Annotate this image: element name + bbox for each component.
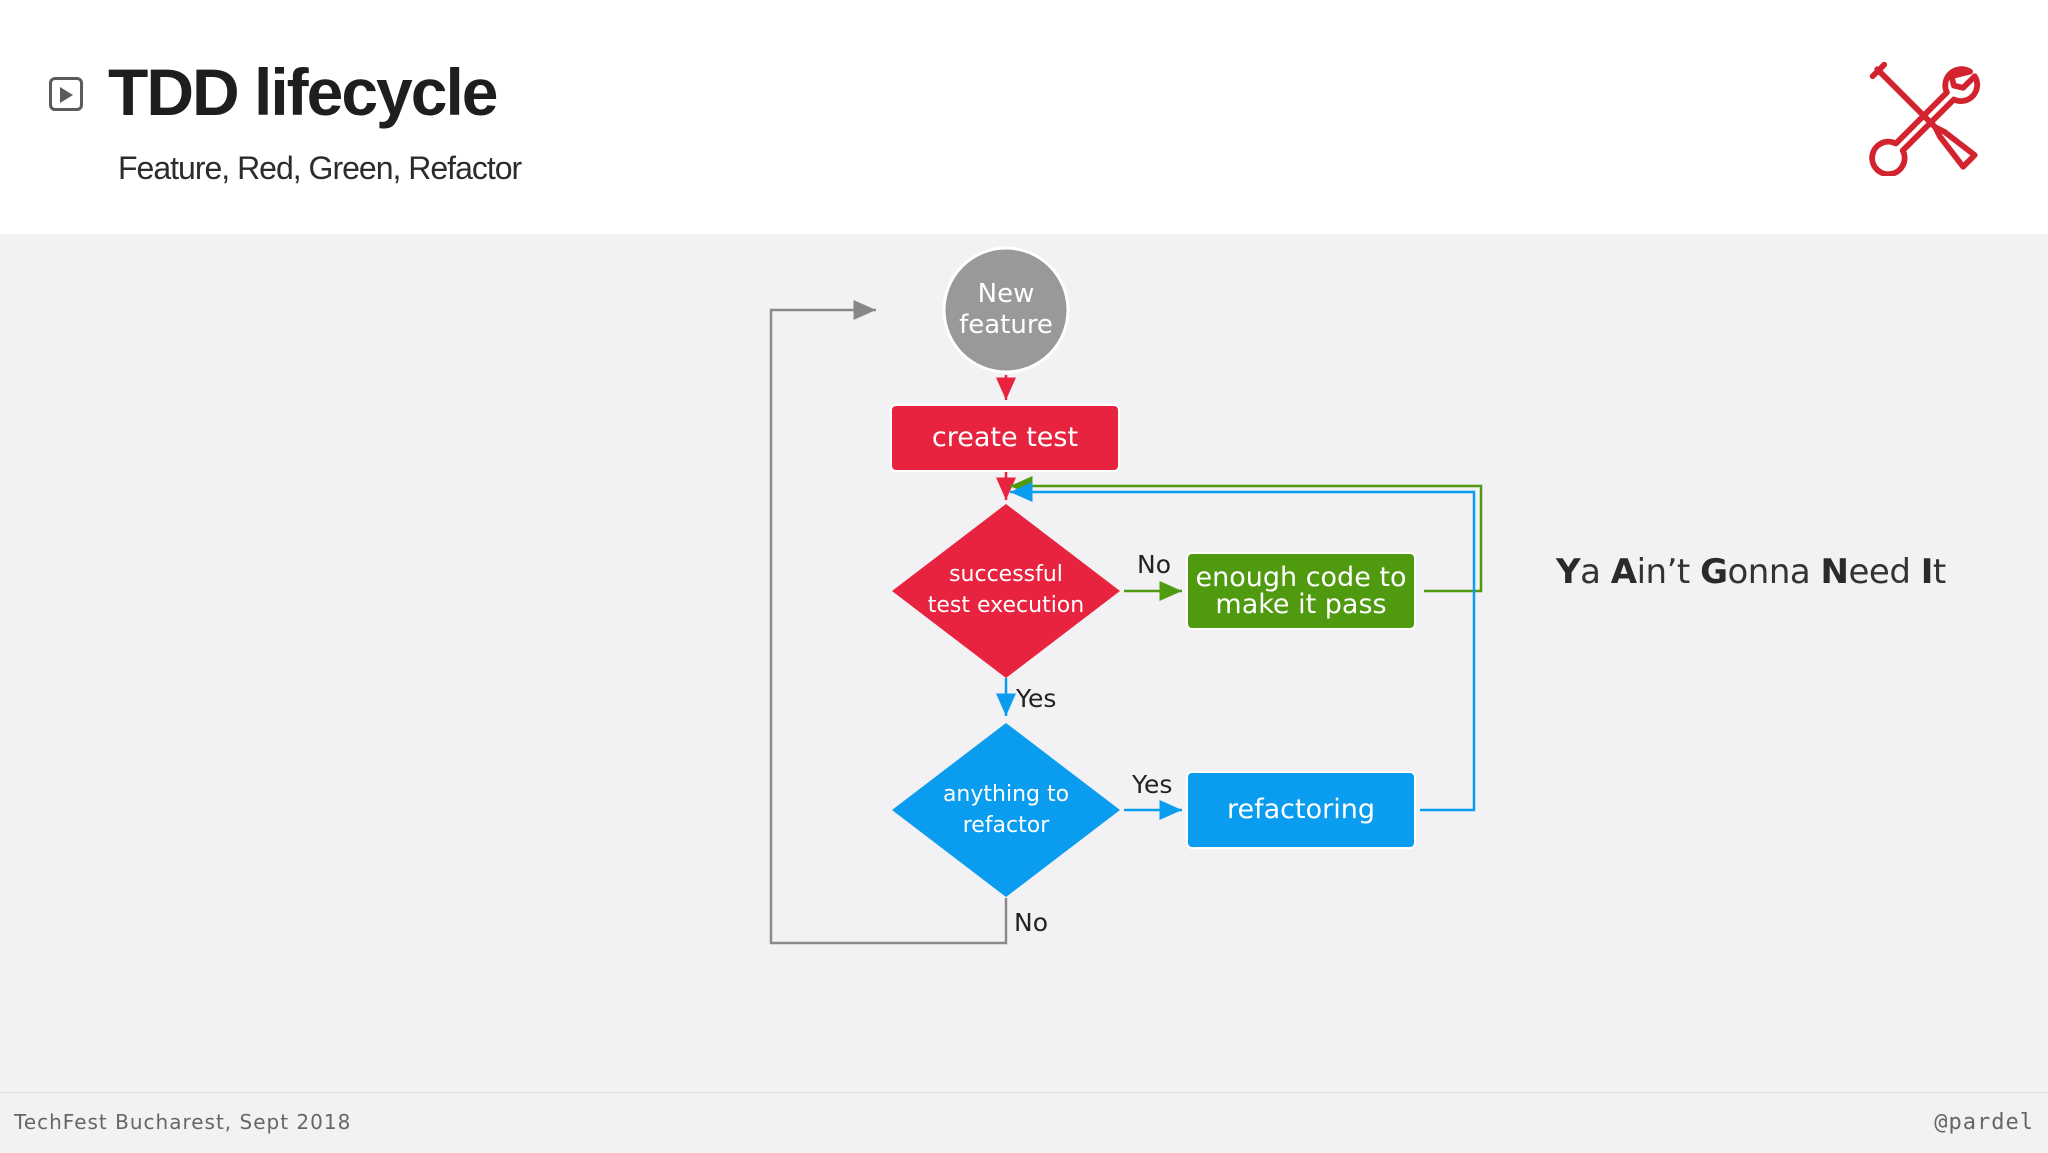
edge-refactoring-loop — [1010, 482, 1476, 812]
edge-loop-back — [769, 300, 1008, 945]
play-button[interactable] — [49, 77, 83, 111]
edge-label-refactor-no: No — [1014, 908, 1048, 937]
footer-handle: @pardel — [1934, 1110, 2034, 1135]
footer-event: TechFest Bucharest, Sept 2018 — [14, 1110, 352, 1134]
node-refactoring — [1186, 771, 1416, 849]
node-refactoring-label: refactoring — [1227, 793, 1375, 825]
node-successful-test-label: successful test execution — [927, 562, 1085, 618]
play-icon — [60, 87, 73, 103]
slide-title: TDD lifecycle — [108, 55, 498, 129]
slide-subtitle: Feature, Red, Green, Refactor — [118, 150, 522, 186]
edge-label-test-no: No — [1137, 550, 1171, 579]
node-new-feature-label: New feature — [959, 278, 1053, 340]
edge-label-refactor-yes: Yes — [1132, 770, 1173, 799]
node-create-test-label: create test — [931, 421, 1079, 453]
tools-icon — [1869, 61, 1981, 176]
node-create-test — [890, 404, 1120, 472]
node-enough-code-label: enough code to make it pass — [1195, 562, 1407, 620]
node-new-feature — [942, 246, 1070, 374]
slide-header: TDD lifecycle Feature, Red, Green, Refac… — [0, 0, 2048, 234]
node-enough-code — [1186, 552, 1416, 630]
node-successful-test — [892, 504, 1120, 678]
edge-label-test-yes: Yes — [1016, 684, 1057, 713]
edge-code-loop — [1010, 476, 1483, 593]
node-anything-refactor — [892, 723, 1120, 897]
node-anything-refactor-label: anything to refactor — [942, 782, 1070, 838]
slide-footer: TechFest Bucharest, Sept 2018 @pardel — [0, 1092, 2048, 1153]
yagni-phrase: Ya Ain’t Gonna Need It — [1556, 552, 1946, 592]
